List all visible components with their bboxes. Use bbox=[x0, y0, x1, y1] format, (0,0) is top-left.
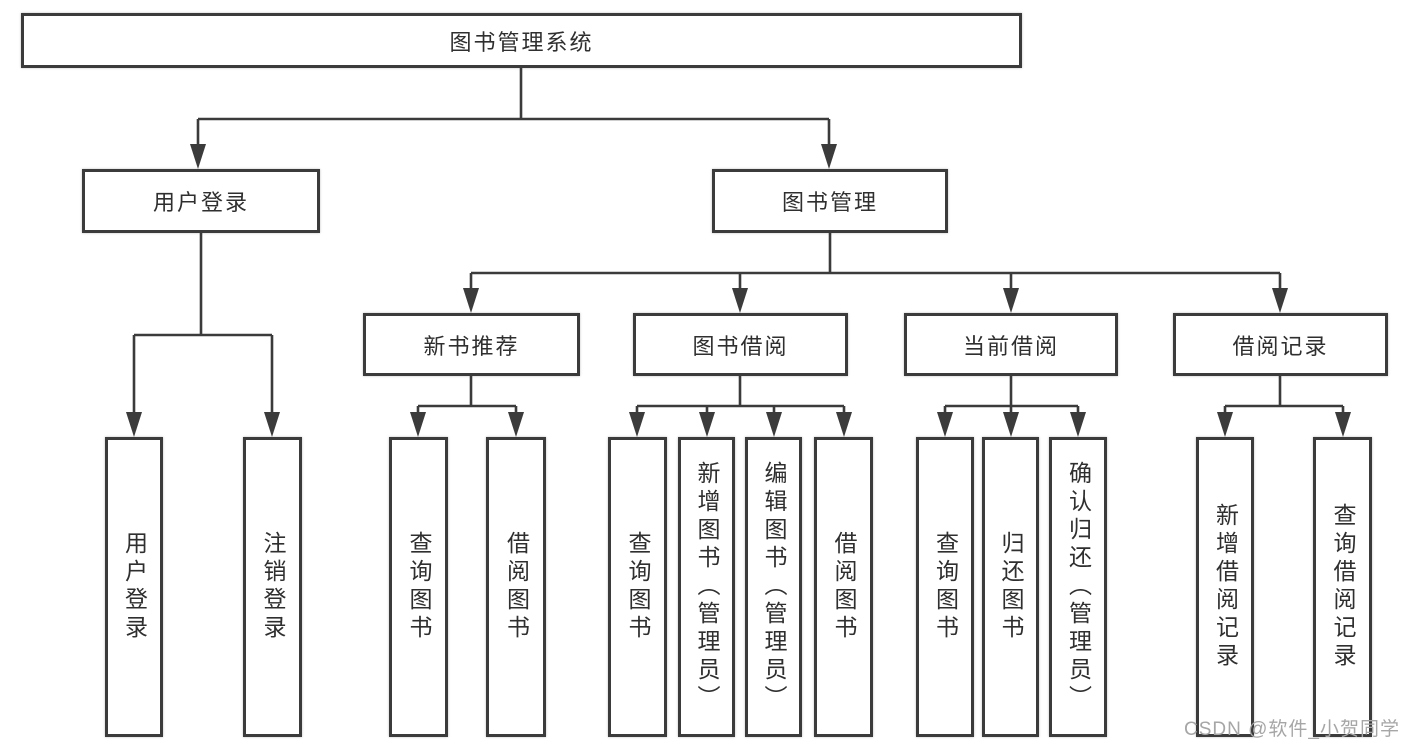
csdn-watermark: CSDN @软件_小贺同学 bbox=[1184, 719, 1400, 740]
node-label: 用户登录 bbox=[152, 190, 249, 215]
node-label: 新增借阅记录 bbox=[1212, 503, 1239, 671]
arrowhead-icons bbox=[126, 144, 1351, 437]
node-label: 新增图书（管理员） bbox=[694, 461, 720, 713]
node-label: 查询图书 bbox=[406, 531, 432, 643]
node-label: 注销登录 bbox=[260, 531, 286, 643]
node-label: 当前借阅 bbox=[962, 333, 1059, 359]
node-label: 图书借阅 bbox=[692, 333, 789, 359]
node-book-management: 图书管理 bbox=[712, 169, 948, 233]
leaf-add-books-admin: 新增图书（管理员） bbox=[678, 437, 735, 737]
leaf-edit-books-admin: 编辑图书（管理员） bbox=[745, 437, 802, 737]
node-label: 查询借阅记录 bbox=[1330, 503, 1356, 671]
node-label: 查询图书 bbox=[932, 531, 959, 643]
node-label: 新书推荐 bbox=[423, 333, 520, 359]
node-current-borrow: 当前借阅 bbox=[904, 313, 1118, 376]
leaf-add-borrow-record: 新增借阅记录 bbox=[1196, 437, 1254, 737]
leaf-borrow-query-books: 查询图书 bbox=[608, 437, 667, 737]
node-user-login: 用户登录 bbox=[82, 169, 320, 233]
node-label: 编辑图书（管理员） bbox=[761, 461, 787, 713]
node-label: 图书管理 bbox=[781, 190, 878, 215]
leaf-query-borrow-record: 查询借阅记录 bbox=[1313, 437, 1372, 737]
node-book-borrow: 图书借阅 bbox=[633, 313, 848, 376]
node-label: 借阅记录 bbox=[1232, 333, 1329, 359]
node-label: 查询图书 bbox=[625, 531, 651, 643]
leaf-borrow-books: 借阅图书 bbox=[814, 437, 873, 737]
node-label: 用户登录 bbox=[121, 531, 148, 643]
node-root: 图书管理系统 bbox=[21, 13, 1022, 68]
node-label: 确认归还（管理员） bbox=[1065, 461, 1092, 713]
node-label: 归还图书 bbox=[998, 531, 1024, 643]
leaf-current-query-books: 查询图书 bbox=[916, 437, 974, 737]
leaf-logout: 注销登录 bbox=[243, 437, 302, 737]
leaf-confirm-return-admin: 确认归还（管理员） bbox=[1049, 437, 1107, 737]
node-borrow-records: 借阅记录 bbox=[1173, 313, 1388, 376]
leaf-user-login: 用户登录 bbox=[105, 437, 163, 737]
node-label: 借阅图书 bbox=[831, 531, 857, 643]
leaf-return-books: 归还图书 bbox=[982, 437, 1039, 737]
node-label: 借阅图书 bbox=[503, 531, 530, 643]
leaf-recommend-query-books: 查询图书 bbox=[389, 437, 448, 737]
leaf-recommend-borrow-books: 借阅图书 bbox=[486, 437, 546, 737]
node-new-book-recommend: 新书推荐 bbox=[363, 313, 580, 376]
node-label: 图书管理系统 bbox=[449, 29, 594, 55]
